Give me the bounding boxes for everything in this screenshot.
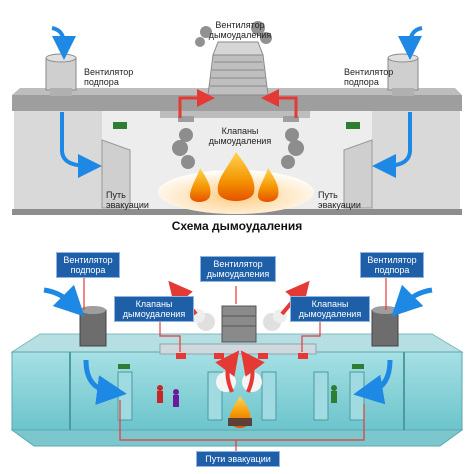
top-evac-right-label: Путь эвакуации (318, 190, 361, 210)
top-smoke (172, 21, 304, 169)
bottom-supply-fan-left (79, 306, 107, 347)
top-smoke-flow-arrows (178, 89, 298, 118)
top-supply-fan-left (45, 53, 77, 96)
top-supply-fan-right-label: Вентилятор подпора (344, 67, 394, 87)
bottom-valves-right-label: Клапаны дымоудаления (290, 296, 370, 322)
evacuating-people (157, 385, 337, 407)
scheme-title: Схема дымоудаления (171, 219, 303, 233)
bottom-supply-fan-right-label: Вентилятор подпора (360, 252, 424, 278)
top-valves-label: Клапаны дымоудаления (208, 126, 272, 146)
bottom-supply-fan-right (371, 306, 399, 347)
top-smoke-fan-label: Вентилятор дымоудаления (208, 20, 272, 40)
bottom-leader-lines (83, 274, 387, 452)
top-evac-left-label: Путь эвакуации (106, 190, 149, 210)
top-supply-fan-left-label: Вентилятор подпора (84, 67, 134, 87)
top-fire (158, 152, 314, 214)
bottom-valves-left-label: Клапаны дымоудаления (114, 296, 194, 322)
bottom-air-flow-arrows (43, 284, 433, 406)
bottom-evac-paths-label: Пути эвакуации (196, 451, 280, 467)
bottom-supply-fan-left-label: Вентилятор подпора (56, 252, 120, 278)
bottom-building (10, 333, 464, 447)
top-smoke-fan (207, 41, 269, 96)
bottom-smoke-fan-label: Вентилятор дымоудаления (200, 256, 276, 282)
top-air-flow-arrows (51, 26, 423, 178)
